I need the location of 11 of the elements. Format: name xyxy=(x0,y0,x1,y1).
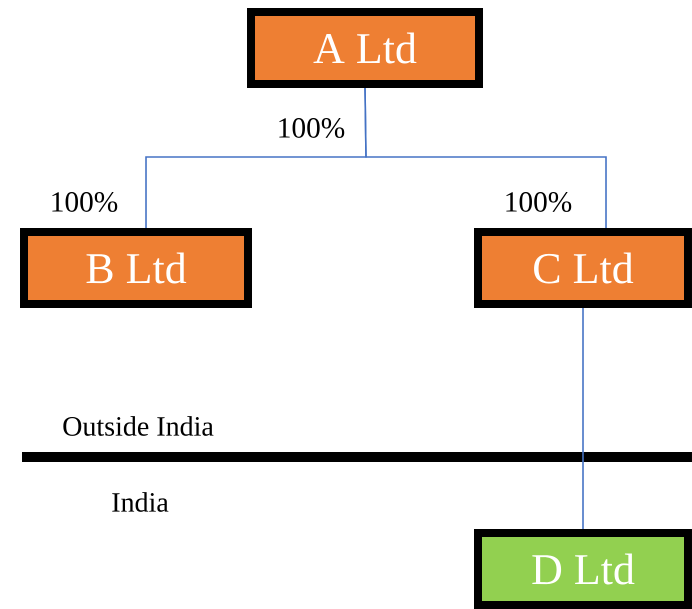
region-label: India xyxy=(112,492,168,512)
company-box: D Ltd xyxy=(474,529,692,609)
connector-line xyxy=(364,88,607,228)
company-box: A Ltd xyxy=(247,8,483,88)
edge-label: 100% xyxy=(52,192,118,212)
company-box: C Ltd xyxy=(474,228,692,308)
percentage-label: 100% xyxy=(279,118,344,138)
edge-label: 100% xyxy=(506,192,572,212)
connector-line xyxy=(582,308,584,529)
company-box: B Ltd xyxy=(20,228,252,308)
region-label: Outside India xyxy=(63,416,214,436)
